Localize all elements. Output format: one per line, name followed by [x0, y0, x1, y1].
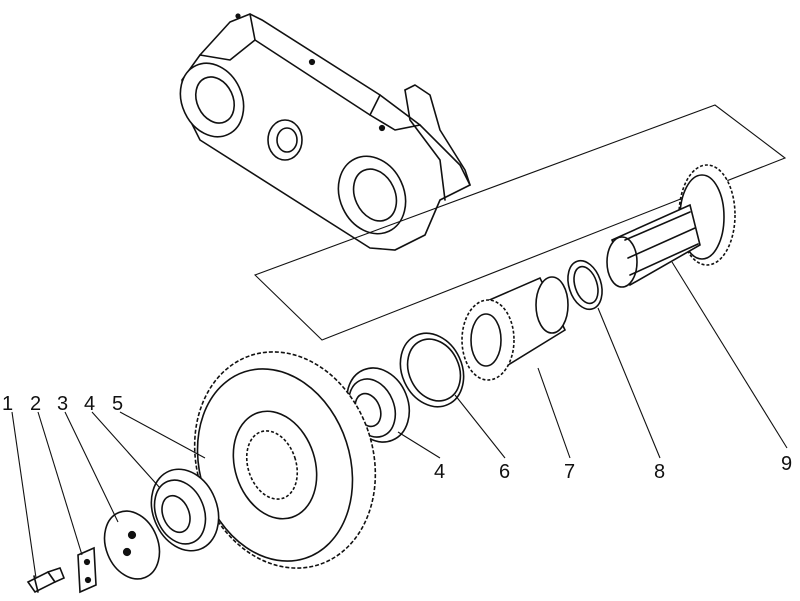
- callout-8: 8: [654, 461, 665, 483]
- cover-plate-part-3: [103, 510, 161, 580]
- gearbox-housing: [179, 13, 472, 251]
- callout-2: 2: [30, 393, 41, 415]
- callout-1: 1: [2, 393, 13, 415]
- callout-4-lower: 4: [84, 393, 95, 415]
- lock-plate-part-2: [77, 546, 97, 594]
- leader-lines: [11, 261, 788, 579]
- callout-4-upper: 4: [434, 461, 445, 483]
- gear-shaft-part-9: [606, 164, 736, 288]
- bearing-part-4-lower: [150, 468, 220, 552]
- callout-6: 6: [499, 461, 510, 483]
- callout-9: 9: [781, 453, 792, 475]
- snap-ring-part-8: [567, 259, 603, 311]
- callout-7: 7: [564, 461, 575, 483]
- ring-part-6: [399, 332, 465, 408]
- splined-sleeve-part-7: [461, 276, 569, 381]
- assembly-bracket-line: [253, 104, 787, 341]
- large-gear-part-5: [193, 351, 377, 569]
- bolt-part-1: [26, 567, 66, 594]
- callout-5: 5: [112, 393, 123, 415]
- callout-3: 3: [57, 393, 68, 415]
- callout-labels: 1 2 3 4 5 4 6 7 8 9: [2, 393, 792, 483]
